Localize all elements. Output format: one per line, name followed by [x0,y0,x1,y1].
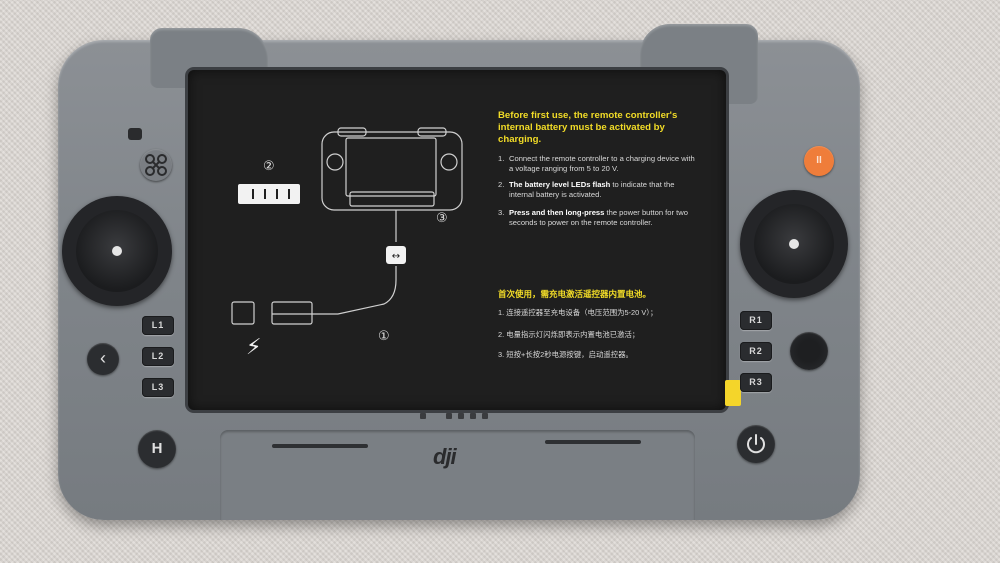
instruction-step-en-3: 3.Press and then long-press the power bu… [498,208,688,227]
controller-screen: ↔ ⚡ ② ③ ① Before first use, the remote c… [188,70,726,410]
left-stick-center [112,246,122,256]
r1-button[interactable]: R1 [740,311,772,330]
right-stick-center [789,239,799,249]
screen-protector-tab[interactable] [725,380,741,406]
instruction-title-en: Before first use, the remote controller'… [498,110,678,145]
instruction-step-en-1: 1.Connect the remote controller to a cha… [498,154,695,173]
callout-1: ① [378,328,390,343]
instruction-step-cn-2: 2. 电量指示灯闪烁即表示内置电池已激活； [498,330,640,339]
battery-led [470,413,476,419]
r3-button[interactable]: R3 [740,373,772,392]
status-led [420,413,426,419]
flight-mode-button[interactable] [140,149,172,181]
5d-joystick-button[interactable] [790,332,828,370]
back-button[interactable]: ‹ [87,343,119,375]
r2-button[interactable]: R2 [740,342,772,361]
pause-icon: II [816,155,822,166]
home-icon: H [151,440,163,457]
callout-2: ② [263,158,275,173]
l3-button[interactable]: L3 [142,378,174,397]
right-speaker-grill [545,440,641,444]
battery-led-indicator [238,184,300,204]
instruction-step-cn-3: 3. 短按+长按2秒电源按键，启动遥控器。 [498,350,633,359]
instruction-step-cn-1: 1. 连接遥控器至充电设备（电压范围为5-20 V）； [498,308,658,317]
pause-button[interactable]: II [804,146,834,176]
callout-3: ③ [436,210,448,225]
return-to-home-button[interactable]: H [138,430,176,468]
usb-c-connector-icon [386,246,406,264]
battery-led [458,413,464,419]
instruction-title-cn: 首次使用，需充电激活遥控器内置电池。 [498,289,652,299]
dji-logo: dji [433,444,457,469]
svg-text:↔: ↔ [392,251,400,262]
charging-diagram: ↔ ⚡ [231,127,463,360]
left-shoulder-button[interactable] [128,128,142,140]
power-icon [747,434,765,454]
left-speaker-grill [272,444,368,448]
instruction-step-en-2: 2.The battery level LEDs flash to indica… [498,180,675,199]
chevron-left-icon: ‹ [100,348,106,368]
battery-led [482,413,488,419]
drone-icon [145,154,167,176]
lightning-icon: ⚡ [246,335,261,360]
l1-button[interactable]: L1 [142,316,174,335]
battery-led [446,413,452,419]
power-button[interactable] [737,425,775,463]
l2-button[interactable]: L2 [142,347,174,366]
